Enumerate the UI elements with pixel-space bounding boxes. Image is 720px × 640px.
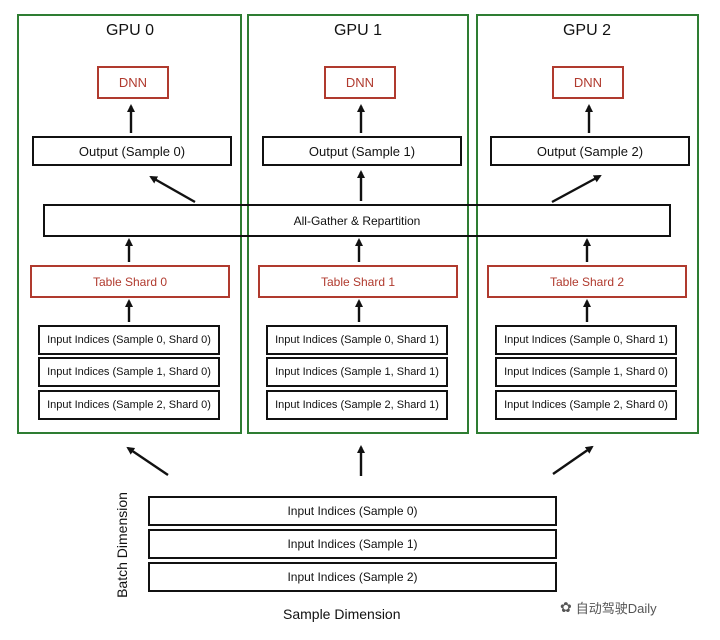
gpu-0-dnn: DNN — [97, 66, 169, 99]
gpu-0-output: Output (Sample 0) — [32, 136, 232, 166]
gpu-1-title: GPU 1 — [333, 22, 382, 39]
arrow-gather-to-output-0 — [149, 175, 196, 204]
all-gather-repartition-bar: All-Gather & Repartition — [43, 204, 671, 237]
gpu-0-title: GPU 0 — [105, 22, 154, 39]
bottom-input-sample-2: Input Indices (Sample 2) — [148, 562, 557, 592]
gpu-2-title: GPU 2 — [562, 22, 611, 39]
arrow-bottom-to-gpu-0 — [126, 446, 169, 476]
gpu-1-output: Output (Sample 1) — [262, 136, 462, 166]
gpu-0-input-0: Input Indices (Sample 0, Shard 0) — [38, 325, 220, 355]
gpu-1-input-1: Input Indices (Sample 1, Shard 1) — [266, 357, 448, 387]
gpu-0-input-1: Input Indices (Sample 1, Shard 0) — [38, 357, 220, 387]
gpu-2-table-shard: Table Shard 2 — [487, 265, 687, 298]
gpu-1-table-shard: Table Shard 1 — [258, 265, 458, 298]
gpu-1-dnn: DNN — [324, 66, 396, 99]
gpu-1-input-0: Input Indices (Sample 0, Shard 1) — [266, 325, 448, 355]
gpu-1-container — [247, 14, 469, 434]
gpu-0-table-shard: Table Shard 0 — [30, 265, 230, 298]
sample-dimension-label: Sample Dimension — [283, 606, 401, 622]
gpu-1-input-2: Input Indices (Sample 2, Shard 1) — [266, 390, 448, 420]
bottom-input-sample-1: Input Indices (Sample 1) — [148, 529, 557, 559]
gpu-2-output: Output (Sample 2) — [490, 136, 690, 166]
arrow-bottom-to-gpu-2 — [552, 445, 594, 475]
gpu-0-input-2: Input Indices (Sample 2, Shard 0) — [38, 390, 220, 420]
gpu-2-input-0: Input Indices (Sample 0, Shard 1) — [495, 325, 677, 355]
arrow-gather-to-output-2 — [551, 174, 602, 204]
gpu-0-container — [17, 14, 242, 434]
watermark: ✿ 自动驾驶Daily — [560, 598, 657, 617]
batch-dimension-label: Batch Dimension — [114, 492, 130, 598]
wechat-icon: ✿ — [560, 599, 572, 615]
gpu-2-input-1: Input Indices (Sample 1, Shard 0) — [495, 357, 677, 387]
gpu-2-dnn: DNN — [552, 66, 624, 99]
gpu-2-input-2: Input Indices (Sample 2, Shard 0) — [495, 390, 677, 420]
watermark-text: 自动驾驶Daily — [575, 601, 657, 616]
gpu-2-container — [476, 14, 699, 434]
bottom-input-sample-0: Input Indices (Sample 0) — [148, 496, 557, 526]
